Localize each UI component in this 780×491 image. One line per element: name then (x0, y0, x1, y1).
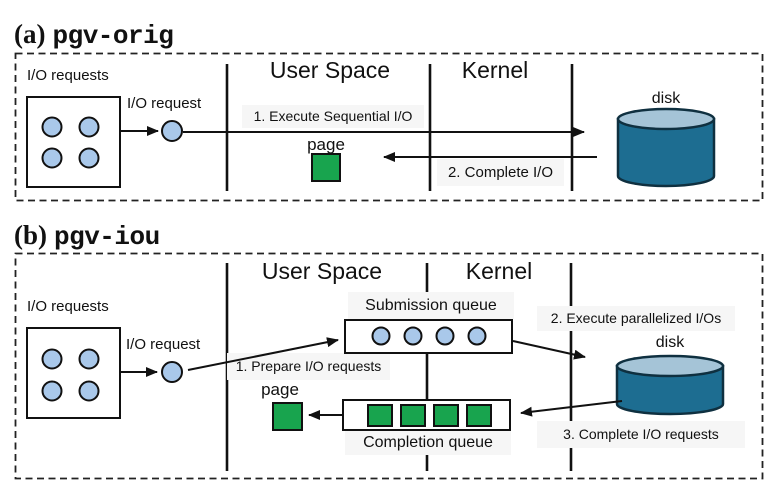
io-requests-box (26, 96, 121, 188)
panel-a-dashed-border (14, 52, 764, 202)
io-requests-box (26, 327, 121, 419)
step1-label-bg (242, 105, 424, 128)
panel-b-page-label: page (261, 380, 299, 399)
panel-b-io-request-label: I/O request (126, 336, 201, 353)
panel-a (14, 52, 764, 202)
queue-entry-page (367, 404, 393, 427)
io-request-dot (78, 116, 100, 138)
panel-a-page-label: page (307, 135, 345, 154)
panel-a-user-space-header: User Space (269, 57, 391, 83)
panel-a-title: (a) pgv-orig (14, 19, 174, 51)
panel-a-kernel-header: Kernel (461, 57, 529, 83)
panel-b-io-requests-label: I/O requests (27, 298, 109, 315)
queue-entry-dot (467, 326, 487, 346)
single-io-request-circle (161, 120, 183, 142)
panel-b-step3-label: 3. Complete I/O requests (563, 426, 719, 442)
io-request-dot (41, 147, 63, 169)
panel-b-user-space-header: User Space (261, 258, 383, 284)
panel-b-disk-label: disk (655, 334, 685, 351)
arrow-execute-parallelized-ios (512, 340, 586, 360)
io-request-dot (78, 147, 100, 169)
step2-label-bg (537, 306, 735, 331)
step2-label-bg (437, 159, 564, 186)
panel-a-io-request-label: I/O request (127, 95, 202, 112)
panel-a-step2-label: 2. Complete I/O (447, 164, 554, 181)
step3-label-bg (537, 421, 745, 448)
page-square (272, 402, 303, 431)
panel-a-disk-label: disk (651, 90, 681, 107)
panel-b-title-name: pgv-iou (54, 222, 160, 252)
queue-entry-page (400, 404, 426, 427)
panel-a-io-requests-label: I/O requests (27, 67, 109, 84)
page-square (311, 153, 341, 182)
panel-b-submission-queue-label: Submission queue (365, 297, 497, 314)
submission-queue-label-bg (348, 292, 514, 319)
panel-a-step1-label: 1. Execute Sequential I/O (253, 108, 413, 124)
disk-cylinder (616, 107, 716, 188)
queue-entry-dot (403, 326, 423, 346)
io-request-dot (41, 380, 63, 402)
io-request-dot (78, 380, 100, 402)
queue-entry-dot (371, 326, 391, 346)
panel-b-step2-label: 2. Execute parallelized I/Os (550, 310, 722, 326)
disk-cylinder (615, 354, 725, 416)
single-io-request-circle (161, 361, 183, 383)
panel-b (14, 252, 764, 480)
panel-b-step1-label: 1. Prepare I/O requests (235, 358, 382, 374)
arrow-complete-io-requests (520, 400, 623, 417)
panel-b-kernel-header: Kernel (465, 258, 533, 284)
io-request-dot (78, 348, 100, 370)
submission-queue-box (344, 319, 513, 354)
io-request-dot (41, 116, 63, 138)
completion-queue-label-bg (345, 430, 511, 455)
panel-b-dashed-border (14, 252, 764, 480)
queue-entry-page (466, 404, 492, 427)
queue-entry-dot (435, 326, 455, 346)
io-request-dot (41, 348, 63, 370)
panel-a-title-name: pgv-orig (52, 21, 174, 51)
panel-b-completion-queue-label: Completion queue (363, 434, 493, 451)
queue-entry-page (433, 404, 459, 427)
arrow-prepare-io-requests (187, 337, 339, 371)
panel-a-title-index: (a) (14, 19, 46, 49)
panel-b-title: (b) pgv-iou (14, 220, 160, 252)
panel-b-title-index: (b) (14, 220, 47, 250)
